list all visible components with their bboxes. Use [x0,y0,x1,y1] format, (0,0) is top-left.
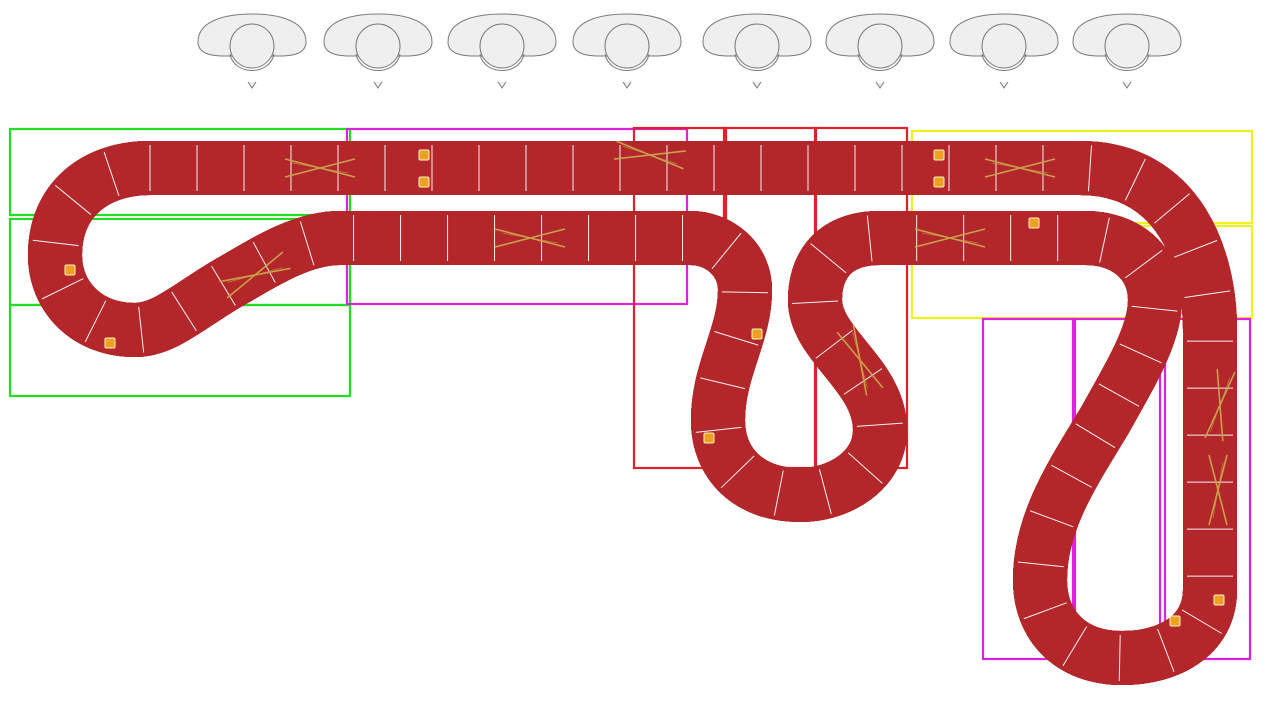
segment-divider [84,300,107,343]
segment-divider [815,330,853,359]
sensor-marker [1028,217,1040,229]
race-track [28,141,1237,685]
sensor-marker [933,149,945,161]
segment-divider [1118,634,1121,681]
driver-station-icon [447,13,557,89]
crossover-icon [284,158,356,178]
segment-divider [773,470,784,516]
segment-divider [1184,290,1231,299]
segment-divider [1099,217,1110,263]
crossover-icon [836,324,884,396]
crossover-icon [984,158,1056,178]
segment-divider [721,291,768,294]
sensor-marker [933,176,945,188]
segment-divider [866,215,873,262]
segment-divider [847,452,883,484]
segment-divider [1029,510,1074,528]
driver-station-icon [949,13,1059,89]
segment-divider [1051,464,1092,488]
segment-divider [1181,609,1222,634]
segment-divider [138,306,145,353]
segment-divider [1098,383,1140,407]
segment-divider [1173,240,1218,258]
driver-station-icon [323,13,433,89]
segment-divider [211,265,236,306]
segment-divider [252,241,276,283]
segment-divider [32,239,79,247]
crossover-icon [613,140,687,170]
segment-divider [1124,158,1146,201]
segment-divider [41,278,84,300]
crossover-icon [914,228,986,248]
lap-sensors [64,149,1225,627]
segment-divider [299,221,315,266]
segment-divider [1062,626,1088,667]
segment-divider [1124,249,1163,279]
sensor-marker [418,149,430,161]
segment-divider [810,243,847,274]
segment-divider [720,455,755,489]
sensor-marker [1213,594,1225,606]
segment-divider [695,426,742,433]
segment-divider [714,330,759,346]
crossover-icon [1208,454,1228,526]
driver-stations [197,13,1182,89]
segment-divider [103,152,120,196]
segment-divider [1154,193,1191,224]
track-segment-dividers [32,145,1233,681]
driver-station-icon [197,13,307,89]
sensor-marker [751,328,763,340]
segment-divider [843,368,883,395]
sensor-marker [703,432,715,444]
crossover-icon [1204,368,1236,442]
sensor-marker [64,264,76,276]
segment-divider [856,422,903,427]
segment-divider [1017,561,1064,568]
crossover-icon [219,251,291,299]
segment-divider [818,469,832,514]
segment-divider [711,232,742,269]
segment-divider [1075,423,1116,449]
segment-divider [55,185,92,215]
segment-divider [1023,602,1068,620]
segment-divider [1131,305,1178,312]
driver-station-icon [1072,13,1182,89]
lane-crossovers [219,140,1236,526]
segment-divider [792,300,839,304]
sensor-marker [418,176,430,188]
segment-divider [700,377,746,390]
segment-divider [1157,628,1175,673]
segment-divider [1087,145,1093,192]
sensor-marker [1169,615,1181,627]
segment-divider [171,291,197,332]
driver-station-icon [825,13,935,89]
crossover-icon [494,228,566,248]
driver-station-icon [572,13,682,89]
driver-station-icon [702,13,812,89]
sensor-marker [104,337,116,349]
segment-divider [1119,343,1162,364]
